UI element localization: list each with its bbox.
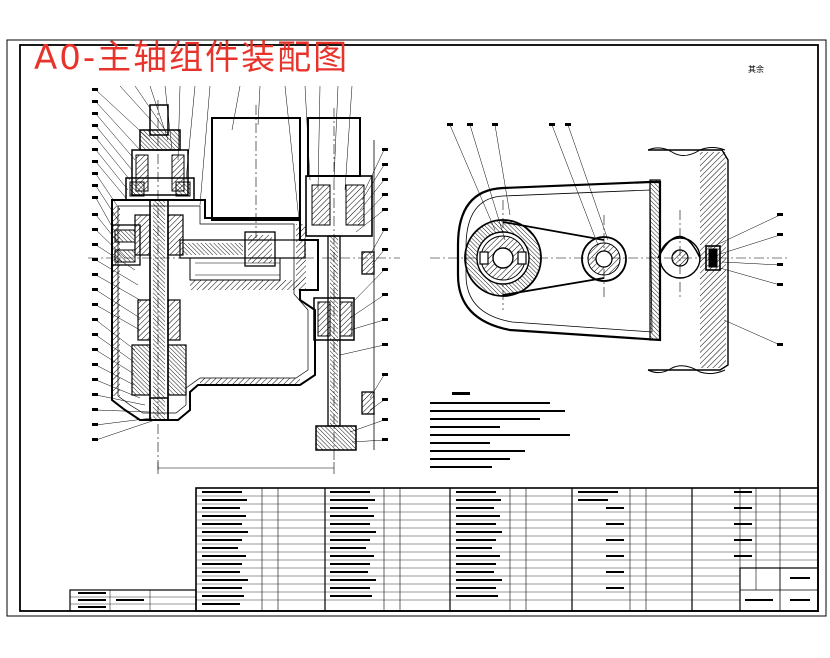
- parts-list-table: [69, 487, 819, 612]
- side-view: [430, 123, 790, 375]
- part-leaders-left: [95, 85, 385, 443]
- main-section-view: [88, 100, 400, 474]
- drawing-title: A0-主轴组件装配图: [34, 38, 350, 78]
- parts-list-cell-marks: [78, 491, 810, 608]
- roughness-note: 其余: [748, 65, 764, 74]
- technical-notes: [430, 392, 570, 468]
- part-balloons-left: [92, 88, 388, 441]
